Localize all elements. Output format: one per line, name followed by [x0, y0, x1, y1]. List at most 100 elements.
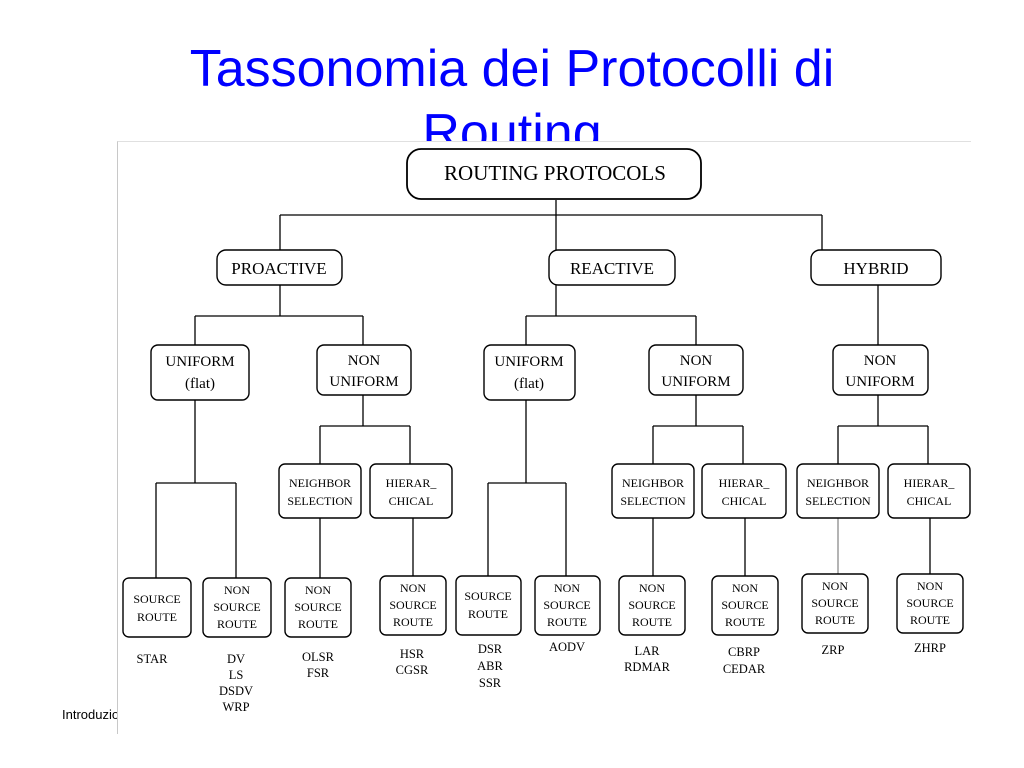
node-reactive-nsr-b-line3: ROUTE	[632, 615, 672, 629]
node-proactive-source-route: SOURCE ROUTE	[122, 577, 192, 638]
protocol-fsr: FSR	[307, 666, 330, 680]
node-proactive-nonuniform: NON UNIFORM	[316, 344, 412, 396]
node-reactive-neighbor-selection: NEIGHBOR SELECTION	[611, 463, 695, 519]
node-hybrid-neighbor-line1: NEIGHBOR	[807, 476, 869, 490]
node-reactive-nsr-b-line1: NON	[639, 581, 665, 595]
node-proactive-source-line1: SOURCE	[133, 592, 180, 606]
node-proactive-nonsource-route-a: NON SOURCE ROUTE	[202, 577, 272, 638]
protocol-ssr: SSR	[479, 676, 502, 690]
protocol-wrp: WRP	[222, 700, 249, 714]
node-hybrid-neighbor-line2: SELECTION	[805, 494, 871, 508]
node-proactive-nsr-a-line3: ROUTE	[217, 617, 257, 631]
protocol-hsr: HSR	[400, 647, 425, 661]
node-hybrid-nonuniform-line1: NON	[864, 353, 897, 369]
node-hybrid-neighbor-selection: NEIGHBOR SELECTION	[796, 463, 880, 519]
node-routing-protocols-label: ROUTING PROTOCOLS	[444, 161, 666, 185]
node-reactive-source-line1: SOURCE	[464, 589, 511, 603]
protocol-dsdv: DSDV	[219, 684, 253, 698]
node-proactive-nsr-b-line2: SOURCE	[294, 600, 341, 614]
node-proactive-neighbor-line1: NEIGHBOR	[289, 476, 351, 490]
node-hybrid-nsr-a-line2: SOURCE	[811, 596, 858, 610]
slide-title-line-1: Tassonomia dei Protocolli di	[189, 39, 835, 98]
node-hybrid-nonuniform-line2: UNIFORM	[845, 374, 914, 390]
node-hybrid-nsr-a-line3: ROUTE	[815, 613, 855, 627]
node-reactive-source-route: SOURCE ROUTE	[455, 575, 522, 636]
node-hybrid-nsr-b-line3: ROUTE	[910, 613, 950, 627]
node-proactive: PROACTIVE	[216, 249, 343, 286]
node-reactive-nonuniform-line1: NON	[680, 353, 713, 369]
node-reactive-nonuniform-line2: UNIFORM	[661, 374, 730, 390]
protocol-star: STAR	[137, 652, 169, 666]
node-reactive-neighbor-line1: NEIGHBOR	[622, 476, 684, 490]
protocol-ls: LS	[229, 668, 244, 682]
node-reactive-nsr-a-line2: SOURCE	[543, 598, 590, 612]
connector-lines	[155, 200, 931, 578]
node-hybrid-nsr-a-line1: NON	[822, 579, 848, 593]
node-proactive-neighbor-line2: SELECTION	[287, 494, 353, 508]
protocol-olsr: OLSR	[302, 650, 335, 664]
node-proactive-uniform: UNIFORM (flat)	[150, 344, 250, 401]
protocol-zrp: ZRP	[822, 643, 845, 657]
protocol-cgsr: CGSR	[396, 663, 429, 677]
node-reactive-source-line2: ROUTE	[468, 607, 508, 621]
node-reactive-uniform-line2: (flat)	[514, 376, 544, 392]
node-reactive-hierar-line2: CHICAL	[722, 494, 767, 508]
node-reactive-nonsource-route-c: NON SOURCE ROUTE	[711, 575, 779, 636]
node-hybrid-hierar-line2: CHICAL	[907, 494, 952, 508]
node-hybrid: HYBRID	[810, 249, 942, 286]
node-proactive-source-line2: ROUTE	[137, 610, 177, 624]
protocol-dv: DV	[227, 652, 245, 666]
node-reactive-uniform: UNIFORM (flat)	[483, 344, 576, 401]
node-routing-protocols: ROUTING PROTOCOLS	[406, 148, 702, 200]
node-proactive-uniform-line2: (flat)	[185, 376, 215, 392]
node-reactive-nsr-a-line1: NON	[554, 581, 580, 595]
node-hybrid-hierar-line1: HIERAR_	[904, 476, 956, 490]
node-proactive-nsr-a-line1: NON	[224, 583, 250, 597]
node-hybrid-label: HYBRID	[843, 259, 908, 278]
node-proactive-neighbor-selection: NEIGHBOR SELECTION	[278, 463, 362, 519]
node-proactive-nsr-b-line1: NON	[305, 583, 331, 597]
node-hybrid-hierarchical: HIERAR_ CHICAL	[887, 463, 971, 519]
node-reactive-hierarchical: HIERAR_ CHICAL	[701, 463, 787, 519]
node-proactive-nsr-b-line3: ROUTE	[298, 617, 338, 631]
slide-title: Tassonomia dei Protocolli di Routing	[0, 37, 1024, 165]
node-proactive-hierarchical: HIERAR_ CHICAL	[369, 463, 453, 519]
protocol-lar: LAR	[635, 644, 661, 658]
protocol-rdmar: RDMAR	[624, 660, 671, 674]
node-reactive-nonuniform: NON UNIFORM	[648, 344, 744, 396]
node-reactive-neighbor-line2: SELECTION	[620, 494, 686, 508]
node-proactive-nonuniform-line2: UNIFORM	[329, 374, 398, 390]
node-proactive-label: PROACTIVE	[231, 259, 326, 278]
protocol-cbrp: CBRP	[728, 645, 760, 659]
node-proactive-nonsource-route-c: NON SOURCE ROUTE	[379, 575, 447, 636]
node-hybrid-nsr-b-line2: SOURCE	[906, 596, 953, 610]
routing-taxonomy-diagram: ROUTING PROTOCOLS PROACTIVE REACTIVE HYB…	[117, 141, 971, 734]
node-proactive-uniform-line1: UNIFORM	[165, 354, 234, 370]
protocol-cedar: CEDAR	[723, 662, 766, 676]
node-reactive-label: REACTIVE	[570, 259, 654, 278]
footer-text: Introduzione	[62, 707, 117, 722]
node-reactive-hierar-line1: HIERAR_	[719, 476, 771, 490]
node-reactive-nsr-a-line3: ROUTE	[547, 615, 587, 629]
node-proactive-nsr-c-line3: ROUTE	[393, 615, 433, 629]
node-reactive-nsr-c-line2: SOURCE	[721, 598, 768, 612]
node-proactive-nsr-a-line2: SOURCE	[213, 600, 260, 614]
node-reactive: REACTIVE	[548, 249, 676, 286]
node-reactive-nsr-c-line1: NON	[732, 581, 758, 595]
protocol-dsr: DSR	[478, 642, 503, 656]
node-reactive-nsr-b-line2: SOURCE	[628, 598, 675, 612]
node-proactive-hierar-line2: CHICAL	[389, 494, 434, 508]
protocol-zhrp: ZHRP	[914, 641, 946, 655]
node-reactive-nonsource-route-a: NON SOURCE ROUTE	[534, 575, 601, 636]
node-proactive-nonuniform-line1: NON	[348, 353, 381, 369]
node-reactive-nonsource-route-b: NON SOURCE ROUTE	[618, 575, 686, 636]
node-hybrid-nonsource-route-b: NON SOURCE ROUTE	[896, 573, 964, 634]
node-proactive-hierar-line1: HIERAR_	[386, 476, 438, 490]
node-proactive-nsr-c-line2: SOURCE	[389, 598, 436, 612]
node-proactive-nonsource-route-b: NON SOURCE ROUTE	[284, 577, 352, 638]
diagram-canvas: ROUTING PROTOCOLS PROACTIVE REACTIVE HYB…	[122, 148, 971, 714]
node-hybrid-nsr-b-line1: NON	[917, 579, 943, 593]
protocol-abr: ABR	[477, 659, 503, 673]
node-proactive-nsr-c-line1: NON	[400, 581, 426, 595]
node-hybrid-nonsource-route-a: NON SOURCE ROUTE	[801, 573, 869, 634]
